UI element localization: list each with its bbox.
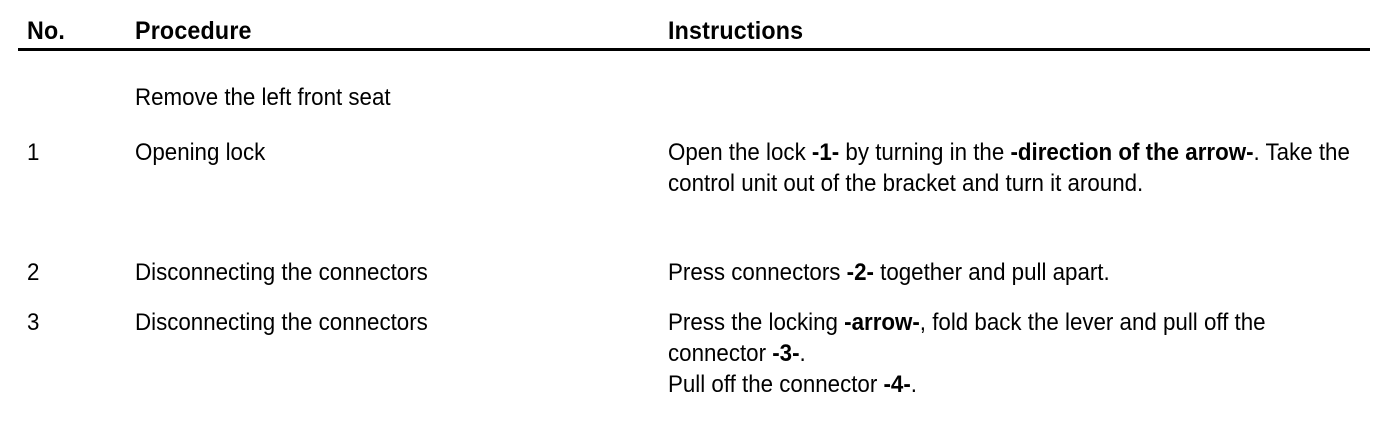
row-procedure: Opening lock bbox=[135, 139, 266, 166]
row-number: 1 bbox=[27, 139, 40, 166]
table-header-row: No. Procedure Instructions bbox=[0, 16, 1392, 50]
row-instructions: Press connectors -2- together and pull a… bbox=[668, 259, 1110, 286]
row-number: 2 bbox=[27, 259, 40, 286]
row-procedure: Disconnecting the connectors bbox=[135, 259, 428, 286]
column-header-no: No. bbox=[27, 17, 66, 45]
row-instructions: Press the locking -arrow-, fold back the… bbox=[668, 309, 1266, 398]
row-subtitle-procedure: Remove the left front seat bbox=[135, 84, 391, 111]
column-header-instructions: Instructions bbox=[668, 17, 804, 45]
column-header-procedure: Procedure bbox=[135, 17, 252, 45]
row-number: 3 bbox=[27, 309, 40, 336]
header-divider-rule bbox=[18, 48, 1370, 51]
row-instructions: Open the lock -1- by turning in the -dir… bbox=[668, 139, 1350, 197]
row-procedure: Disconnecting the connectors bbox=[135, 309, 428, 336]
